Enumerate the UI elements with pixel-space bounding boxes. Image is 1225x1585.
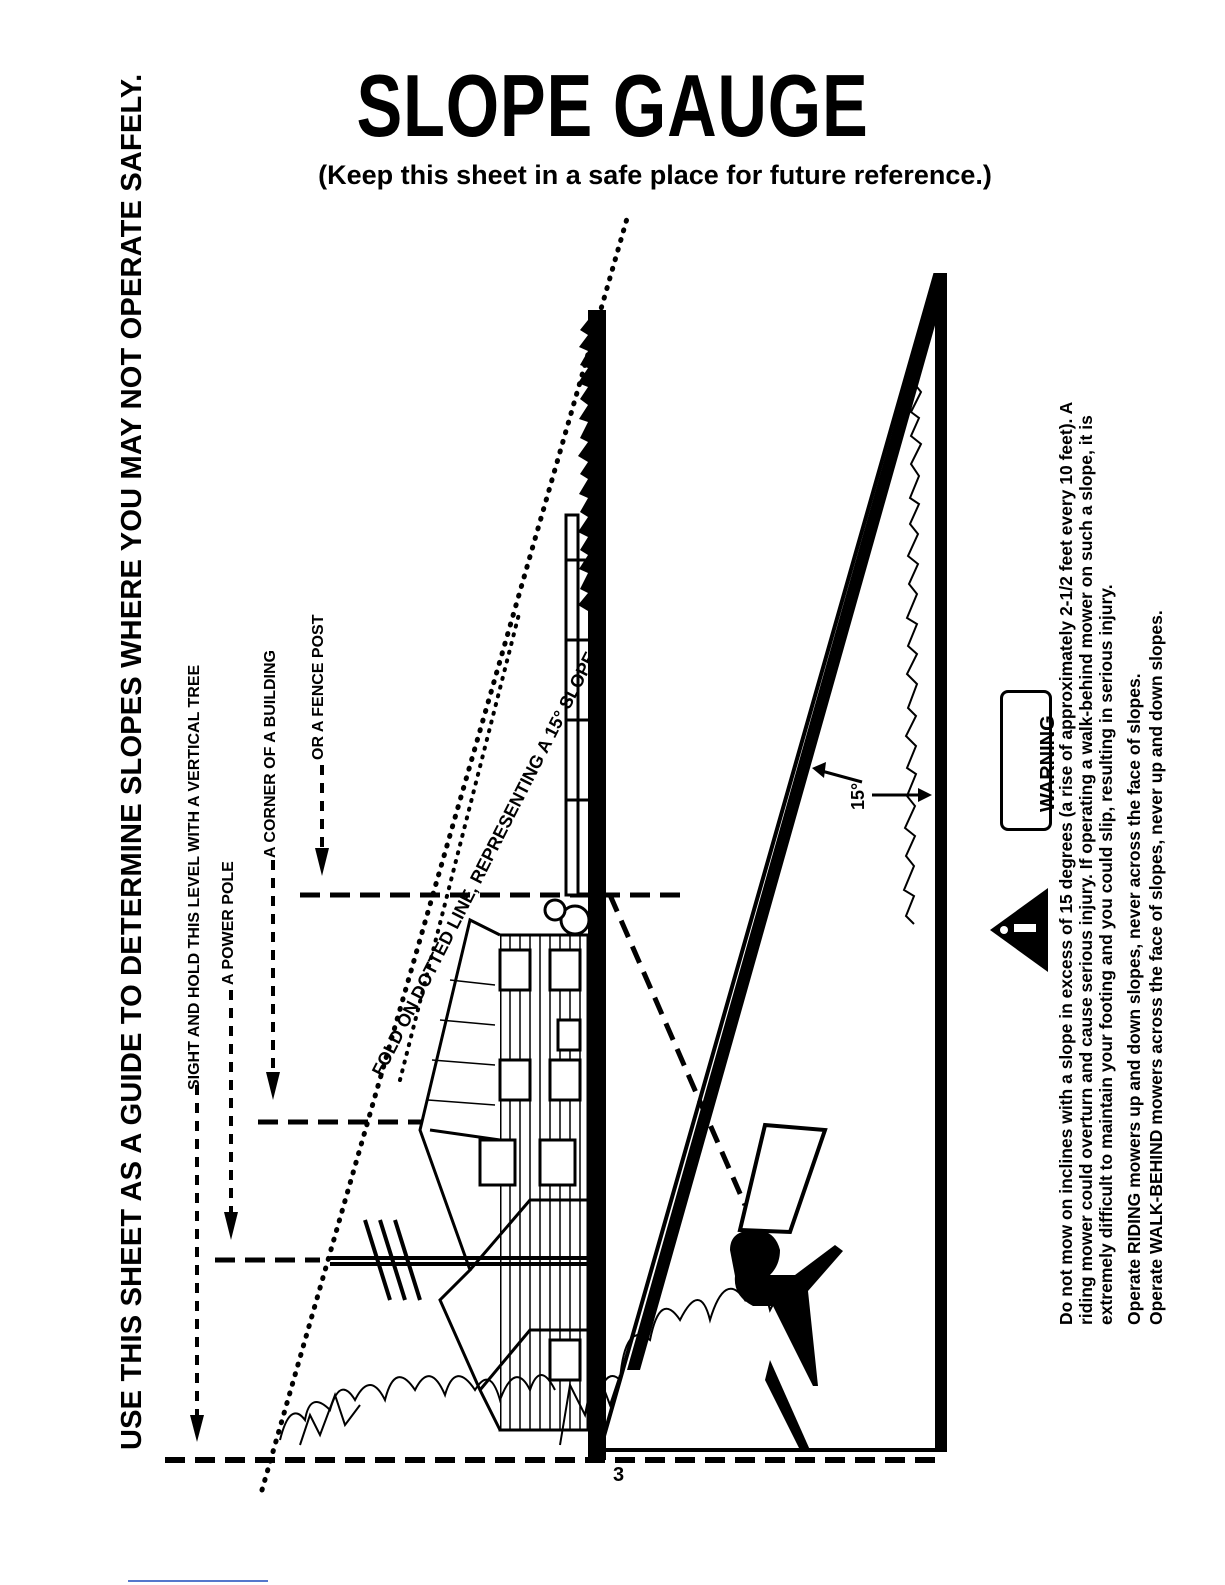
bottom-accent-line: [128, 1580, 268, 1582]
warning-box: [1000, 690, 1052, 831]
arrow-sight: [190, 1415, 204, 1442]
warning-text-line-1: Do not mow on inclines with a slope in e…: [1056, 401, 1076, 1325]
arrow-corner: [266, 1072, 280, 1100]
arrow-fence: [315, 848, 329, 876]
walk-behind-mower-rule: Operate WALK-BEHIND mowers across the fa…: [1146, 610, 1166, 1325]
warning-text-line-2: riding mower could overturn and cause se…: [1076, 415, 1096, 1325]
shrubs: [279, 1286, 801, 1446]
person-sight-line: [607, 894, 748, 1206]
angle-arrow-upper: [817, 768, 863, 784]
riding-mower-rule: Operate RIDING mowers up and down slopes…: [1124, 673, 1144, 1325]
arrow-pole: [224, 1212, 238, 1240]
vertical-grass-wall: [588, 310, 606, 1460]
power-pole: [330, 1219, 600, 1301]
page-number: 3: [613, 1464, 625, 1486]
person-silhouette: [730, 1230, 843, 1386]
warning-text-line-3: extremely difficult to maintain your foo…: [1096, 584, 1116, 1325]
slope-gauge-sheet: [737, 1122, 828, 1235]
page-title: SLOPE GAUGE: [356, 56, 869, 155]
house-illustration: [418, 898, 591, 1432]
fold-dotted-line: [259, 212, 631, 1493]
page-subtitle: (Keep this sheet in a safe place for fut…: [318, 160, 992, 190]
